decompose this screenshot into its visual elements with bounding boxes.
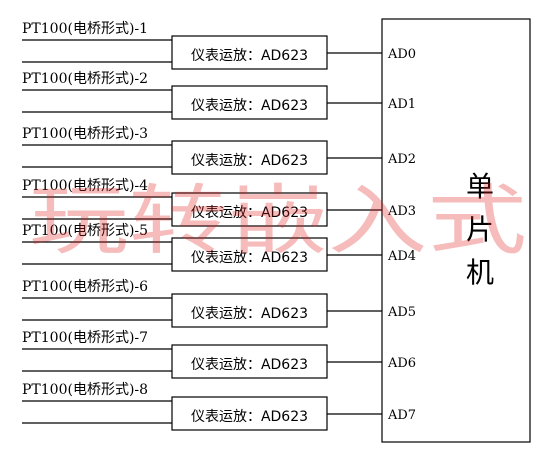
sensor-label: PT100(电桥形式)-8 bbox=[22, 382, 148, 398]
amplifier-box bbox=[171, 140, 328, 175]
amplifier-box bbox=[171, 85, 328, 120]
sensor-label: PT100(电桥形式)-3 bbox=[22, 126, 148, 142]
sensor-label: PT100(电桥形式)-7 bbox=[22, 330, 148, 346]
adc-port-label: AD0 bbox=[387, 47, 416, 62]
adc-port-label: AD5 bbox=[387, 305, 416, 320]
adc-port-label: AD6 bbox=[387, 356, 416, 371]
channel-row: PT100(电桥形式)-8 仪表运放：AD623 AD7 bbox=[22, 382, 416, 431]
sensor-label: PT100(电桥形式)-5 bbox=[22, 223, 148, 239]
amplifier-label: 仪表运放：AD623 bbox=[191, 98, 308, 114]
amplifier-label: 仪表运放：AD623 bbox=[191, 205, 308, 221]
amplifier-box bbox=[171, 192, 328, 227]
amplifier-label: 仪表运放：AD623 bbox=[191, 48, 308, 64]
mcu-block bbox=[381, 18, 531, 443]
amplifier-box bbox=[171, 35, 328, 70]
amplifier-label: 仪表运放：AD623 bbox=[191, 306, 308, 322]
adc-port-label: AD4 bbox=[387, 249, 416, 264]
channel-row: PT100(电桥形式)-2 仪表运放：AD623 AD1 bbox=[22, 71, 416, 120]
amplifier-label: 仪表运放：AD623 bbox=[191, 357, 308, 373]
channel-row: PT100(电桥形式)-1 仪表运放：AD623 AD0 bbox=[22, 21, 416, 70]
sensor-label: PT100(电桥形式)-2 bbox=[22, 71, 148, 87]
amplifier-label: 仪表运放：AD623 bbox=[191, 409, 308, 425]
mcu-label-char-1: 单 bbox=[466, 170, 494, 203]
adc-port-label: AD3 bbox=[387, 204, 416, 219]
adc-port-label: AD2 bbox=[387, 152, 416, 167]
sensor-label: PT100(电桥形式)-1 bbox=[22, 21, 148, 37]
amplifier-box bbox=[171, 237, 328, 272]
channel-row: PT100(电桥形式)-4 仪表运放：AD623 AD3 bbox=[22, 178, 416, 227]
amplifier-box bbox=[171, 344, 328, 379]
channel-row: PT100(电桥形式)-7 仪表运放：AD623 AD6 bbox=[22, 330, 416, 379]
sensor-label: PT100(电桥形式)-6 bbox=[22, 279, 148, 295]
adc-port-label: AD7 bbox=[387, 408, 416, 423]
channel-row: PT100(电桥形式)-6 仪表运放：AD623 AD5 bbox=[22, 279, 416, 328]
watermark: 玩转嵌入式 bbox=[29, 176, 527, 265]
mcu-label-char-3: 机 bbox=[466, 256, 494, 289]
sensor-label: PT100(电桥形式)-4 bbox=[22, 178, 148, 194]
adc-port-label: AD1 bbox=[387, 97, 416, 112]
mcu-label-char-2: 片 bbox=[466, 213, 494, 246]
channel-row: PT100(电桥形式)-5 仪表运放：AD623 AD4 bbox=[22, 223, 416, 272]
amplifier-label: 仪表运放：AD623 bbox=[191, 250, 308, 266]
channel-row: PT100(电桥形式)-3 仪表运放：AD623 AD2 bbox=[22, 126, 416, 175]
amplifier-label: 仪表运放：AD623 bbox=[191, 153, 308, 169]
